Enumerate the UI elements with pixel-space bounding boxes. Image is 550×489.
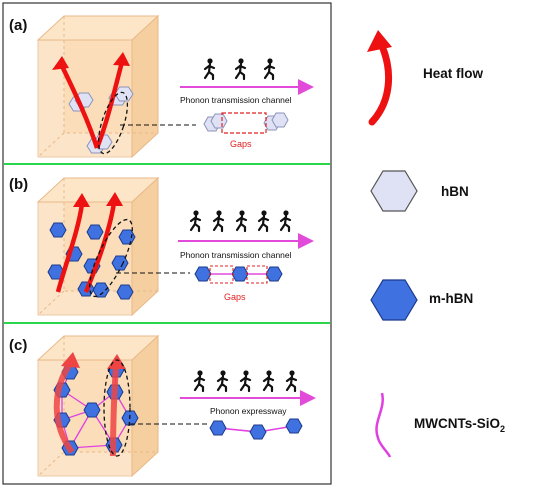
- heat-flow-arrow: [55, 203, 85, 293]
- panel-letter-c: (c): [9, 337, 27, 354]
- legend-m-hbn: m-hBN: [429, 291, 473, 306]
- expressway-detail-c: [209, 418, 303, 440]
- gaps-label-a: Gaps: [230, 139, 252, 149]
- gap-detail-a: Gaps: [203, 112, 289, 149]
- legend: Heat flow hBN m-hBN MWCNTs-SiO2: [367, 30, 505, 458]
- panel-b: (b) Phonon transmission channel: [9, 176, 314, 317]
- legend-heat-flow: Heat flow: [423, 66, 484, 81]
- mwcnt-line-icon: [375, 392, 392, 458]
- heat-flow-arrow: [94, 61, 125, 149]
- legend-hbn: hBN: [441, 184, 469, 199]
- channel-label-c: Phonon expressway: [210, 406, 287, 416]
- panel-a: (a) Phonon transmission channel: [9, 14, 314, 159]
- heat-flow-arrow: [110, 365, 119, 457]
- heat-flow-arrow: [59, 65, 100, 149]
- heat-flow-arrow-icon: [367, 30, 393, 126]
- panel-letter-b: (b): [9, 176, 28, 193]
- legend-mwcnt-subscript: 2: [500, 424, 505, 434]
- gap-detail-b: Gaps: [194, 265, 283, 302]
- legend-mwcnt: MWCNTs-SiO2: [414, 416, 505, 434]
- heat-flow-arrow: [53, 362, 75, 454]
- gaps-label-b: Gaps: [224, 292, 246, 302]
- m-hbn-hexagon-icon: [370, 279, 418, 321]
- focus-ellipse: [103, 359, 131, 457]
- panel-letter-a: (a): [9, 17, 27, 34]
- focus-ellipse: [89, 218, 133, 298]
- channel-label-b: Phonon transmission channel: [180, 250, 292, 260]
- channel-label-a: Phonon transmission channel: [180, 95, 292, 105]
- panel-c: (c) Phonon expressway: [9, 334, 316, 478]
- legend-mwcnt-main: MWCNTs-SiO: [414, 416, 500, 431]
- focus-ellipse: [97, 91, 129, 155]
- hbn-hexagon-icon: [370, 170, 418, 212]
